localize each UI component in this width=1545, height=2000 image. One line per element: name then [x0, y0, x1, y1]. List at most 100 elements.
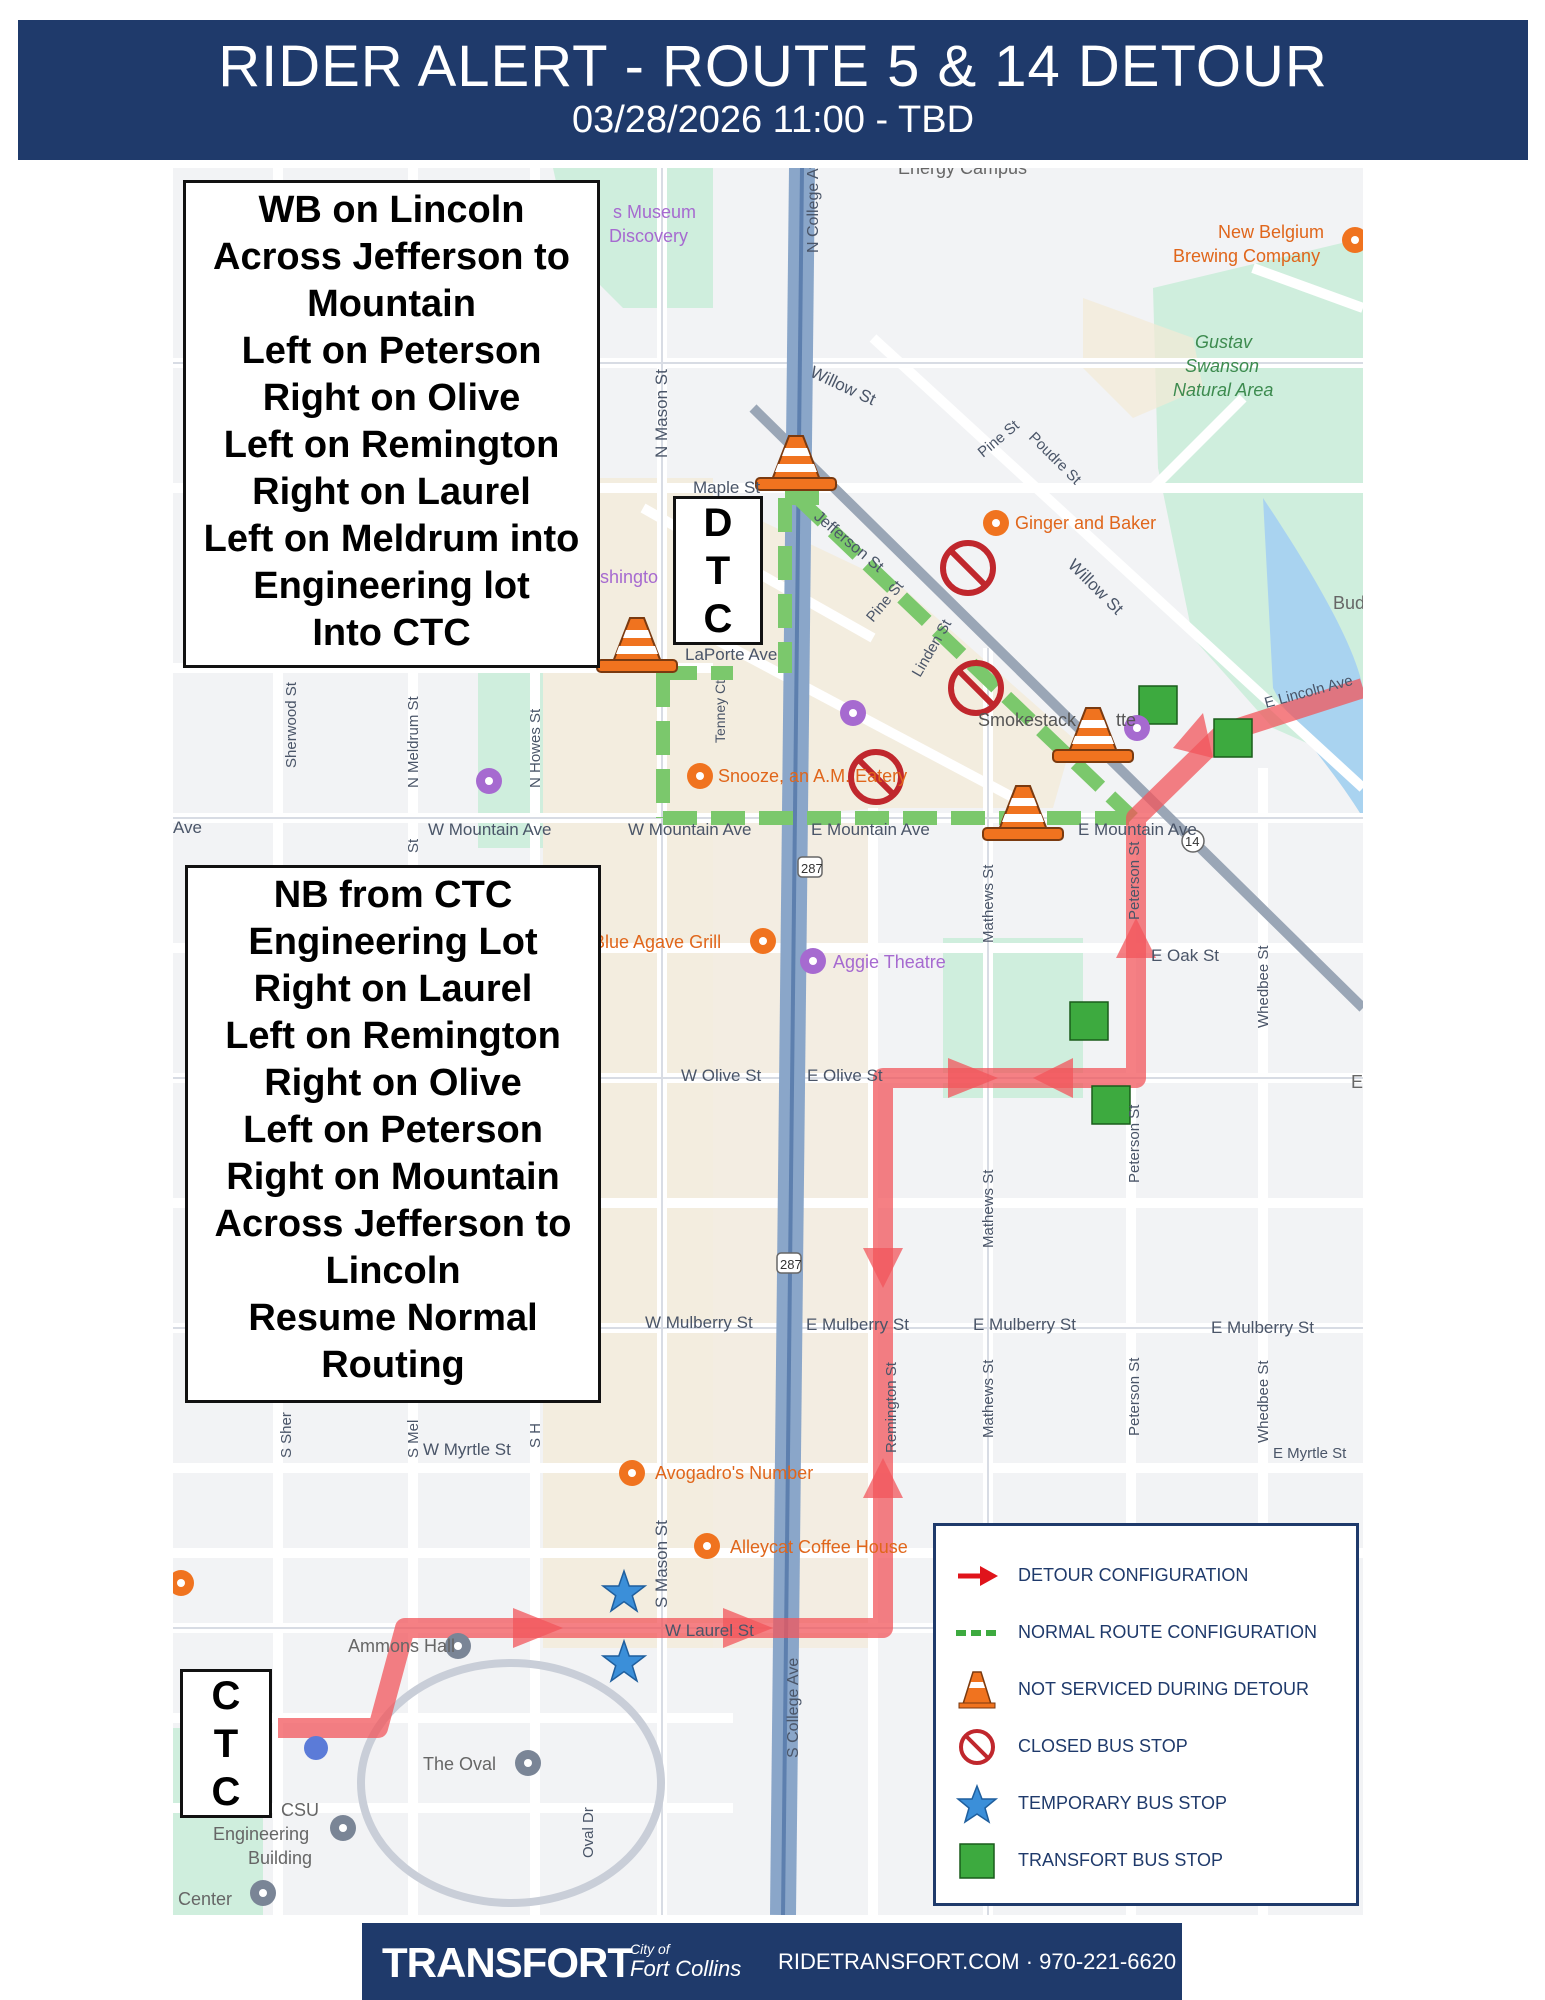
- legend-normal-label: NORMAL ROUTE CONFIGURATION: [1018, 1622, 1318, 1642]
- place-natural-area: Natural Area: [1173, 380, 1273, 400]
- detour-arrow-icon: [958, 1566, 998, 1586]
- street-remington: Remington St: [883, 1361, 900, 1453]
- street-s-college: S College Ave: [785, 1658, 802, 1758]
- place-csu: CSU: [281, 1800, 319, 1820]
- place-building: Building: [248, 1848, 312, 1868]
- street-n-mason: N Mason St: [652, 369, 671, 458]
- street-peterson-s: Peterson St: [1126, 1104, 1143, 1183]
- street-w-mountain: W Mountain Ave: [628, 820, 751, 839]
- street-w-olive: W Olive St: [681, 1066, 762, 1085]
- city-name: Fort Collins: [630, 1956, 742, 1981]
- street-e-myrtle: E Myrtle St: [1273, 1445, 1347, 1462]
- street-n-college: N College Ave: [805, 168, 822, 253]
- alert-header: RIDER ALERT - ROUTE 5 & 14 DETOUR 03/28/…: [18, 20, 1528, 160]
- street-mathews-lower: Mathews St: [980, 1359, 997, 1438]
- nb-line: Across Jefferson to: [214, 1203, 572, 1245]
- street-meldrum: N Meldrum St: [405, 695, 422, 788]
- route-14-shield: 14: [1185, 834, 1199, 849]
- place-snooze: Snooze, an A.M. Eatery: [718, 766, 907, 786]
- legend-cone-label: NOT SERVICED DURING DETOUR: [1018, 1679, 1310, 1699]
- wb-line: Left on Peterson: [241, 330, 542, 372]
- green-square-icon: [959, 1843, 995, 1879]
- street-e-mountain: E Mountain Ave: [811, 820, 930, 839]
- place-smokestack: Smokestack: [978, 710, 1077, 730]
- place-museum: s Museum: [613, 202, 696, 222]
- street-oval-dr: Oval Dr: [580, 1807, 597, 1858]
- nb-line: Right on Olive: [264, 1062, 522, 1104]
- nb-line: Engineering Lot: [248, 921, 538, 963]
- place-smokestack-tail: tte: [1116, 710, 1136, 730]
- dtc-letter: C: [703, 597, 733, 641]
- highway-287-a: 287: [801, 861, 823, 876]
- ctc-letter: T: [213, 1722, 239, 1766]
- wb-line: Left on Remington: [223, 424, 560, 466]
- legend-normal: NORMAL ROUTE CONFIGURATION: [936, 1608, 1356, 1658]
- street-tenney: Tenney Ct: [712, 680, 728, 743]
- street-peterson-n: Peterson St: [1126, 841, 1143, 920]
- website-phone[interactable]: RIDETRANSFORT.COM · 970-221-6620: [778, 1949, 1177, 1974]
- place-discovery: Discovery: [609, 226, 688, 246]
- street-s-mel: S Mel: [405, 1420, 422, 1458]
- street-e-mulberry-1: E Mulberry St: [806, 1315, 909, 1334]
- wb-line: Across Jefferson to: [213, 236, 570, 278]
- nb-line: Right on Laurel: [253, 968, 533, 1010]
- normal-route-dash-icon: [956, 1630, 998, 1636]
- street-laporte: LaPorte Ave: [685, 645, 777, 664]
- street-ave-edge: Ave: [173, 818, 202, 837]
- place-engineering: Engineering: [213, 1824, 309, 1844]
- nb-directions-box: NB from CTC Engineering Lot Right on Lau…: [185, 865, 601, 1403]
- wb-line: Left on Meldrum into: [203, 518, 580, 560]
- star-icon: [955, 1784, 999, 1824]
- place-new-belgium: New Belgium: [1218, 222, 1324, 242]
- dtc-letter: T: [705, 549, 731, 593]
- street-w-mulberry: W Mulberry St: [645, 1313, 753, 1332]
- street-mathews-s: Mathews St: [980, 1169, 997, 1248]
- wb-line: Engineering lot: [253, 565, 530, 607]
- street-w-myrtle: W Myrtle St: [423, 1440, 511, 1459]
- place-bud: Bud: [1333, 593, 1363, 613]
- legend-closed: CLOSED BUS STOP: [936, 1722, 1356, 1772]
- place-center: Center: [178, 1889, 232, 1909]
- street-e-mountain-right: E Mountain Ave: [1078, 820, 1197, 839]
- place-oval: The Oval: [423, 1754, 496, 1774]
- street-mathews-n: Mathews St: [980, 864, 997, 943]
- street-w-mountain-left: W Mountain Ave: [428, 820, 551, 839]
- ctc-label: C T C: [180, 1669, 272, 1818]
- closed-stop-icon: [959, 1729, 995, 1765]
- street-e-mulberry-2: E Mulberry St: [973, 1315, 1076, 1334]
- alert-title: RIDER ALERT - ROUTE 5 & 14 DETOUR: [218, 34, 1328, 99]
- street-s-h: S H: [527, 1423, 544, 1448]
- place-brewing: Brewing Company: [1173, 246, 1320, 266]
- alert-dates: 03/28/2026 11:00 - TBD: [571, 99, 975, 141]
- place-washington: shingto: [600, 567, 658, 587]
- legend-cone: NOT SERVICED DURING DETOUR: [936, 1665, 1356, 1715]
- street-e-mulberry-3: E Mulberry St: [1211, 1318, 1314, 1337]
- highway-287-b: 287: [780, 1257, 802, 1272]
- ctc-letter: C: [211, 1674, 241, 1718]
- street-w-laurel: W Laurel St: [665, 1621, 754, 1640]
- place-e-right: E: [1351, 1072, 1363, 1092]
- place-gustav: Gustav: [1195, 332, 1253, 352]
- legend-closed-label: CLOSED BUS STOP: [1018, 1736, 1188, 1756]
- detour-map[interactable]: N College Ave S College Ave N Mason St S…: [173, 168, 1363, 1915]
- place-swanson: Swanson: [1185, 356, 1259, 376]
- traffic-cone-icon: [958, 1671, 996, 1709]
- wb-directions-box: WB on Lincoln Across Jefferson to Mounta…: [183, 180, 600, 668]
- place-alleycat: Alleycat Coffee House: [730, 1537, 908, 1557]
- ctc-letter: C: [211, 1770, 241, 1814]
- nb-line: NB from CTC: [273, 874, 513, 916]
- wb-line: Mountain: [307, 283, 476, 325]
- street-maple: Maple St: [693, 478, 760, 497]
- dtc-label: D T C: [673, 496, 763, 645]
- wb-line: Right on Laurel: [252, 471, 531, 513]
- wb-line: WB on Lincoln: [258, 189, 525, 231]
- place-ginger: Ginger and Baker: [1015, 513, 1156, 533]
- legend-temp-stop-label: TEMPORARY BUS STOP: [1018, 1793, 1228, 1813]
- transfort-logo: TRANSFORT: [382, 1939, 633, 1986]
- wb-line: Into CTC: [312, 612, 471, 654]
- place-aggie: Aggie Theatre: [833, 952, 946, 972]
- place-energy: Energy Campus: [898, 168, 1027, 178]
- street-s-mason: S Mason St: [652, 1520, 671, 1608]
- street-sherwood: Sherwood St: [283, 681, 300, 768]
- street-n-howes: N Howes St: [527, 708, 544, 788]
